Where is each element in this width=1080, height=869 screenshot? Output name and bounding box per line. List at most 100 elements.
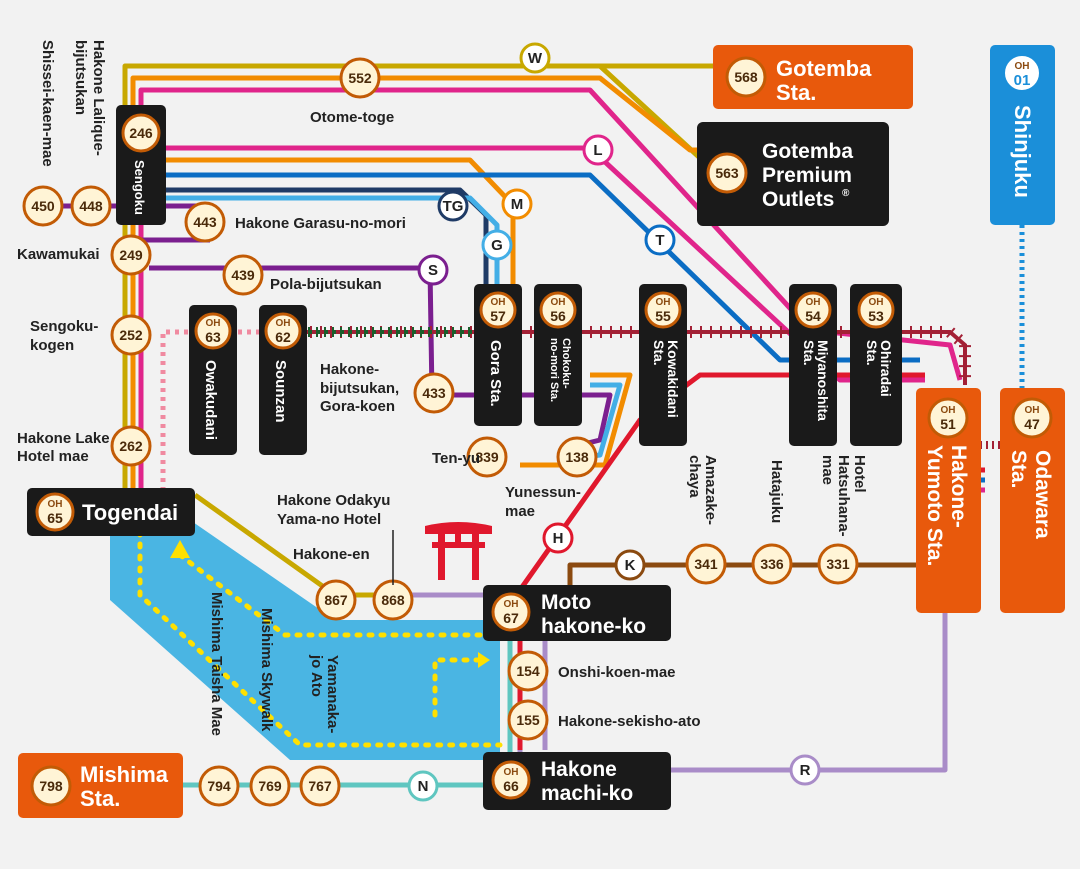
line-M	[149, 157, 516, 300]
stop-circle	[249, 765, 291, 807]
odawara-station[interactable]: OH 47 Odawara Sta.	[1000, 388, 1065, 613]
stop-label-439: Pola-bijutsukan	[270, 276, 382, 293]
shinjuku-station[interactable]: OH 01 Shinjuku	[990, 45, 1055, 225]
stop-code-249: 249	[119, 247, 143, 263]
sounzan-oh: OH	[276, 318, 291, 329]
stop-label-868: Yama-no Hotel	[277, 511, 381, 528]
bus-stop-155[interactable]: 155	[507, 699, 549, 741]
stop-code-867: 867	[324, 592, 348, 608]
stop-circle	[110, 314, 152, 356]
stop-code-868: 868	[381, 592, 405, 608]
bus-stop-336[interactable]: 336	[751, 543, 793, 585]
stop-circle	[507, 699, 549, 741]
stop-circle	[339, 57, 381, 99]
cruise-route-2	[177, 552, 488, 638]
sounzan-station[interactable]: OH 62 Sounzan	[259, 305, 307, 455]
stop-circle	[507, 650, 549, 692]
yumoto-name-2: Yumoto Sta.	[923, 445, 946, 566]
bus-stop-252[interactable]: 252	[110, 314, 152, 356]
gotemba-station[interactable]: 568 Gotemba Sta.	[713, 45, 913, 109]
ohiradai-name-1: Ohiradai	[878, 340, 894, 397]
gotemba-outlets-station[interactable]: 563 Gotemba Premium Outlets ®	[697, 122, 889, 226]
moto-name-2: hakone-ko	[541, 615, 646, 638]
chokoku-name-1: Chokoku-	[560, 338, 572, 389]
route-marker-circle	[407, 770, 439, 802]
route-marker-circle	[542, 522, 574, 554]
togendai-station[interactable]: OH 65 Togendai	[27, 488, 195, 536]
gotemba-name-2: Sta.	[776, 80, 816, 105]
mishima-station[interactable]: 798 Mishima Sta.	[18, 753, 183, 818]
torii-gate-icon	[425, 522, 492, 580]
route-letter-W: W	[528, 50, 543, 67]
registered-mark: ®	[842, 188, 850, 199]
stop-label-433: bijutsukan,	[320, 380, 399, 397]
bus-stop-262[interactable]: 262	[110, 425, 152, 467]
bus-stop-767[interactable]: 767	[299, 765, 341, 807]
outlets-name-2: Premium	[762, 164, 852, 187]
stop-circle	[184, 201, 226, 243]
sengoku-code: 246	[129, 125, 153, 141]
bus-stop-249[interactable]: 249	[110, 234, 152, 276]
route-letter-M: M	[511, 196, 524, 213]
togendai-num: 65	[47, 510, 63, 526]
stop-label-331: Hotel	[851, 455, 868, 493]
bus-stop-769[interactable]: 769	[249, 765, 291, 807]
kowakidani-station[interactable]: OH 55 Kowakidani Sta.	[639, 284, 687, 446]
stop-code-336: 336	[760, 556, 784, 572]
stop-label-448: Hakone Lalique-	[90, 40, 107, 156]
stop-label-767: Yamanaka-	[324, 655, 341, 733]
stop-label-839: Ten-yu	[432, 450, 480, 467]
bus-stop-868[interactable]: 868	[372, 579, 414, 621]
bus-stop-341[interactable]: 341	[685, 543, 727, 585]
chokoku-num: 56	[550, 308, 566, 324]
stop-label-868: Hakone Odakyu	[277, 492, 390, 509]
stop-code-552: 552	[348, 70, 372, 86]
stop-label-794: Mishima Taisha Mae	[208, 592, 225, 736]
moto-hakone-station[interactable]: OH 67 Moto hakone-ko	[483, 585, 671, 641]
route-letter-N: N	[418, 778, 429, 795]
stop-circle	[685, 543, 727, 585]
stop-circle	[22, 185, 64, 227]
stop-label-448: bijutsukan	[72, 40, 89, 115]
sounzan-num: 62	[275, 329, 291, 345]
yumoto-num: 51	[940, 416, 956, 432]
bus-stop-138[interactable]: 138	[556, 436, 598, 478]
bus-stop-154[interactable]: 154	[507, 650, 549, 692]
chokoku-station[interactable]: OH 56 Chokoku- no-mori Sta.	[534, 284, 582, 426]
stop-label-331: Hatsuhana-	[835, 455, 852, 537]
machi-oh: OH	[504, 767, 519, 778]
route-marker-circle	[519, 42, 551, 74]
bus-stop-443[interactable]: 443	[184, 201, 226, 243]
mishima-code: 798	[39, 778, 63, 794]
hakone-yumoto-station[interactable]: OH 51 Hakone- Yumoto Sta.	[916, 388, 981, 613]
miyanoshita-station[interactable]: OH 54 Miyanoshita Sta.	[789, 284, 837, 446]
stop-label-138: Yunessun-	[505, 484, 581, 501]
shinjuku-name: Shinjuku	[1010, 105, 1035, 198]
bus-stop-450[interactable]: 450	[22, 185, 64, 227]
bus-stop-448[interactable]: 448	[70, 185, 112, 227]
gora-station[interactable]: OH 57 Gora Sta.	[474, 284, 522, 426]
outlets-name-1: Gotemba	[762, 140, 853, 163]
stop-label-867: Hakone-en	[293, 546, 370, 563]
route-r-marker: R	[789, 754, 821, 786]
stop-circle	[70, 185, 112, 227]
moto-oh: OH	[504, 599, 519, 610]
cruise-route-3	[432, 657, 483, 718]
miyanoshita-name-2: Sta.	[801, 340, 817, 366]
togendai-name: Togendai	[82, 500, 178, 525]
hakone-machi-station[interactable]: OH 66 Hakone machi-ko	[483, 752, 671, 810]
route-letter-R: R	[800, 762, 811, 779]
route-s-marker: S	[417, 254, 449, 286]
bus-stop-331[interactable]: 331	[817, 543, 859, 585]
kowakidani-name-2: Sta.	[651, 340, 667, 366]
bus-stop-433[interactable]: 433	[413, 372, 455, 414]
ohiradai-station[interactable]: OH 53 Ohiradai Sta.	[850, 284, 902, 446]
sengoku-stop[interactable]: 246 Sengoku	[116, 105, 166, 225]
bus-stop-839[interactable]: 839	[466, 436, 508, 478]
owakudani-station[interactable]: OH 63 Owakudani	[189, 305, 237, 455]
bus-stop-552[interactable]: 552	[339, 57, 381, 99]
bus-stop-794[interactable]: 794	[198, 765, 240, 807]
bus-stop-439[interactable]: 439	[222, 254, 264, 296]
stop-code-794: 794	[207, 778, 231, 794]
bus-stop-867[interactable]: 867	[315, 579, 357, 621]
